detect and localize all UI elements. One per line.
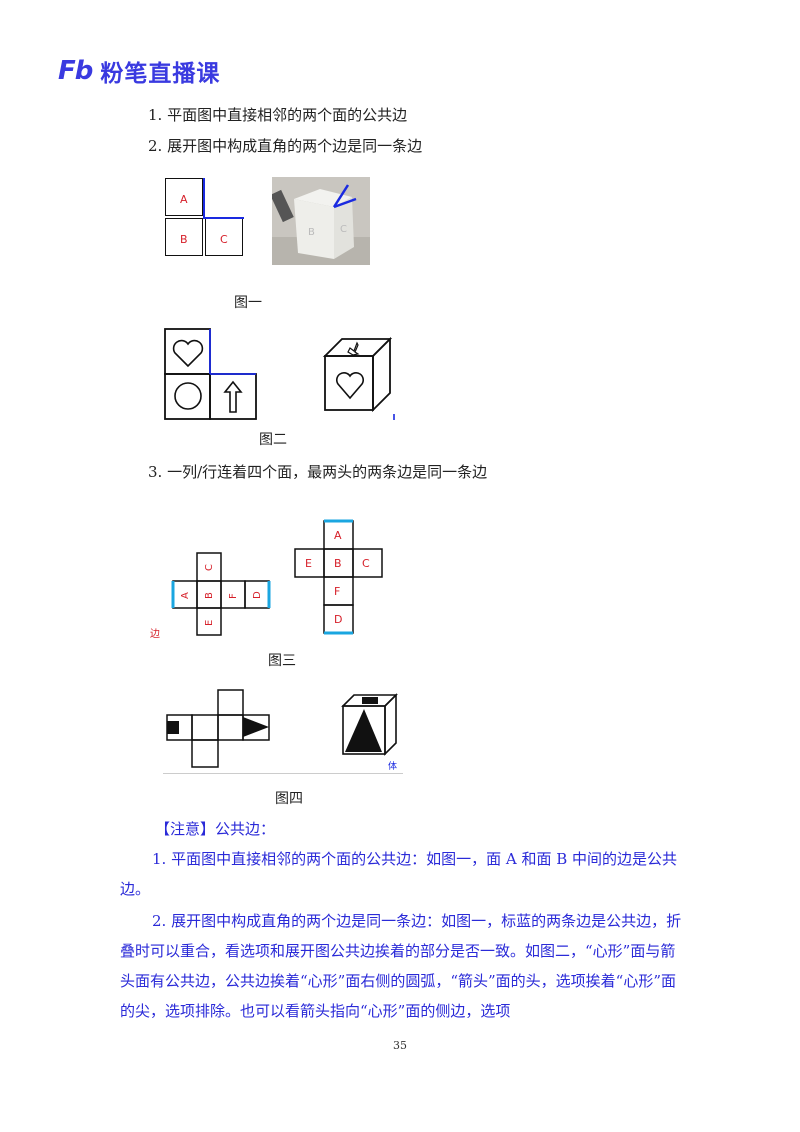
fig3-right-label-b: B xyxy=(334,557,342,570)
fig3-left-label-e: E xyxy=(204,620,215,626)
fig1-caption: 图一 xyxy=(234,295,262,311)
fig3-right-label-c: C xyxy=(362,557,370,570)
fig2-caption: 图二 xyxy=(259,432,287,448)
fig3-net-left: C B E A F D 边 xyxy=(150,552,271,640)
logo-mark: Fb xyxy=(58,56,93,86)
fig2-net xyxy=(164,328,257,420)
fig3-right-label-e: E xyxy=(305,557,312,570)
fig3-left-label-b: B xyxy=(204,592,215,599)
fig3-left-label-a: A xyxy=(180,592,191,599)
fig3-right-label-d: D xyxy=(334,613,342,626)
svg-text:B: B xyxy=(308,227,315,238)
logo-text: 粉笔直播课 xyxy=(100,61,221,87)
note-paragraph-1: 1. 平面图中直接相邻的两个面的公共边：如图一，面 A 和面 B 中间的边是公共… xyxy=(120,850,678,898)
brand-logo: Fb 粉笔直播课 xyxy=(58,54,220,88)
fig4-cube: 体 xyxy=(341,693,398,772)
fig4-side-mark: 体 xyxy=(388,760,397,772)
fig3-net-right: A E B C F D xyxy=(294,519,383,635)
fig3-right-label-a: A xyxy=(334,529,342,542)
fig3-caption: 图三 xyxy=(268,653,296,669)
fig4-net xyxy=(166,689,270,768)
fig1-label-c: C xyxy=(220,233,228,246)
rule-1: 1. 平面图中直接相邻的两个面的公共边 xyxy=(148,106,408,124)
note-heading: 【注意】公共边： xyxy=(155,820,276,838)
fig1-label-a: A xyxy=(180,193,188,206)
fig2-cube xyxy=(322,336,395,420)
fig3-left-label-d: D xyxy=(252,591,263,599)
fig3-side-mark: 边 xyxy=(150,628,160,640)
page-number: 35 xyxy=(393,1039,407,1052)
fig1-net: A B C xyxy=(165,178,245,260)
fig3-left-label-c: C xyxy=(204,564,215,571)
fig1-cube-photo: B C xyxy=(272,177,370,265)
rule-2: 2. 展开图中构成直角的两个边是同一条边 xyxy=(148,137,423,155)
rule-3: 3. 一列/行连着四个面，最两头的两条边是同一条边 xyxy=(148,463,488,481)
fig3-left-label-f: F xyxy=(228,593,239,599)
fig4-baseline xyxy=(163,773,403,774)
note-paragraph-2: 2. 展开图中构成直角的两个边是同一条边：如图一，标蓝的两条边是公共边，折叠时可… xyxy=(120,912,682,1020)
fig4-caption: 图四 xyxy=(275,791,303,807)
fig1-label-b: B xyxy=(180,233,188,246)
svg-text:C: C xyxy=(340,224,347,235)
fig3-right-label-f: F xyxy=(334,585,340,598)
